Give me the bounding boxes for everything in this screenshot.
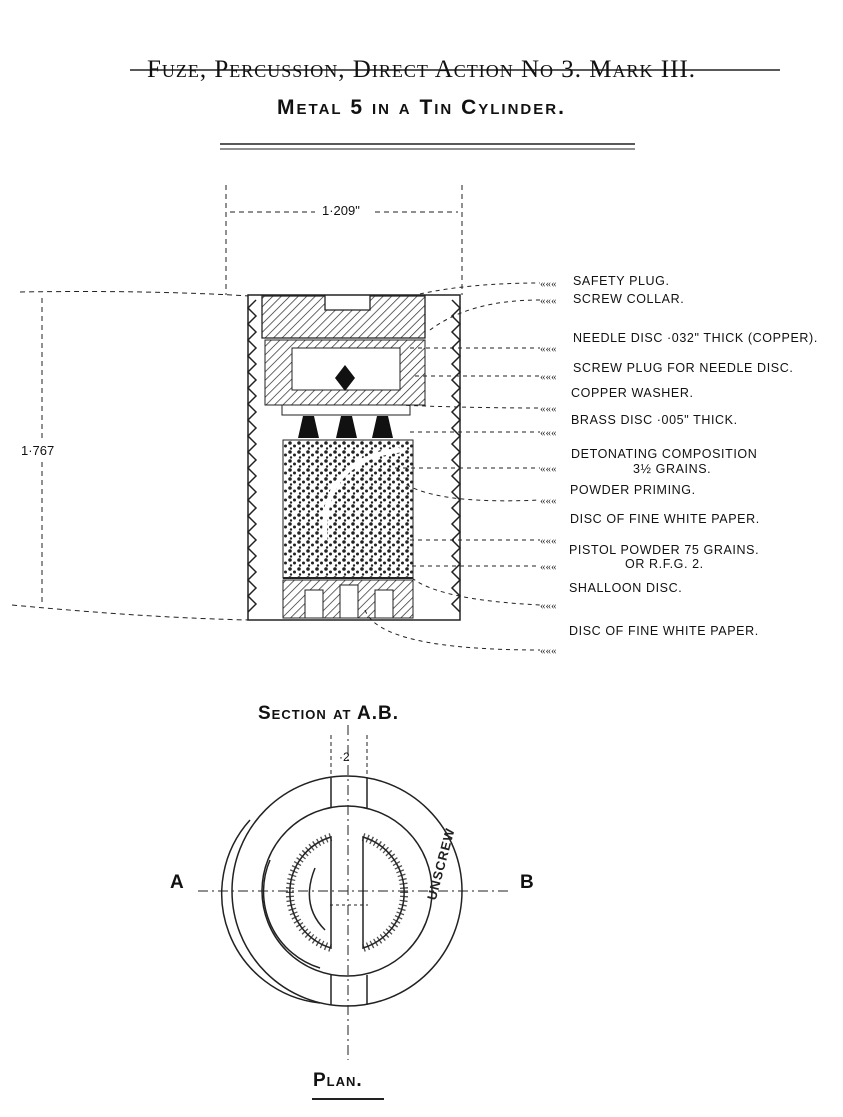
svg-text:«««: «««: [540, 427, 557, 439]
plan-title: Plan.: [313, 1070, 363, 1091]
leader-arrowheads: ««« ««« ««« ««« ««« ««« ««« ««« ««« ««« ««« «««: [540, 278, 557, 657]
svg-text:«««: «««: [540, 403, 557, 415]
needle: [335, 365, 355, 391]
dial-left: [289, 835, 332, 950]
label-powder-priming: POWDER PRIMING.: [570, 483, 696, 497]
label-copper-washer: COPPER WASHER.: [571, 386, 694, 400]
slot-dimension-label: ·2: [339, 750, 350, 764]
dial-text: UNSCREW: [424, 826, 458, 902]
point-a-label: A: [170, 872, 185, 893]
label-paper-disc-1: DISC OF FINE WHITE PAPER.: [570, 512, 760, 526]
label-screw-collar: SCREW COLLAR.: [573, 292, 685, 306]
width-dimension: [225, 185, 463, 295]
height-dimension: [11, 291, 251, 621]
svg-text:«««: «««: [540, 343, 557, 355]
svg-text:«««: «««: [540, 278, 557, 290]
label-shalloon-disc: SHALLOON DISC.: [569, 581, 683, 595]
label-pistol-powder: PISTOL POWDER 75 GRAINS.: [569, 543, 760, 557]
label-detonating-composition: DETONATING COMPOSITION: [571, 447, 758, 461]
screw-collar: [261, 295, 426, 339]
svg-text:«««: «««: [540, 495, 557, 507]
pistol-powder: [282, 439, 414, 579]
svg-text:«««: «««: [540, 535, 557, 547]
dial-right: [362, 835, 405, 950]
label-screw-plug: SCREW PLUG FOR NEEDLE DISC.: [573, 361, 794, 375]
section-title: Section at A.B.: [258, 703, 400, 724]
page-title: Fuze, Percussion, Direct Action No 3. Ma…: [146, 56, 697, 83]
svg-text:«««: «««: [540, 371, 557, 383]
detonating-composition: [298, 416, 393, 438]
height-dimension-label: 1·767: [21, 443, 55, 458]
label-detonating-grains: 3½ GRAINS.: [633, 462, 712, 476]
fuze-body: [246, 294, 462, 621]
label-brass-disc: BRASS DISC ·005" THICK.: [571, 413, 738, 427]
svg-text:«««: «««: [540, 295, 557, 307]
svg-text:«««: «««: [540, 600, 557, 612]
svg-text:«««: «««: [540, 463, 557, 475]
label-rfg: OR R.F.G. 2.: [625, 557, 704, 571]
brass-disc: [281, 404, 411, 416]
label-needle-disc: NEEDLE DISC ·032" THICK (COPPER).: [573, 331, 818, 345]
svg-text:«««: «««: [540, 561, 557, 573]
svg-text:«««: «««: [540, 645, 557, 657]
page-subtitle: Metal 5 in a Tin Cylinder.: [277, 96, 566, 119]
label-paper-disc-2: DISC OF FINE WHITE PAPER.: [569, 624, 759, 638]
slot-dimension: [330, 735, 368, 778]
width-dimension-label: 1·209": [322, 203, 360, 218]
label-safety-plug: SAFETY PLUG.: [573, 274, 670, 288]
centre-lines: [198, 725, 510, 1060]
leader-lines: [364, 282, 541, 651]
point-b-label: B: [520, 872, 535, 893]
